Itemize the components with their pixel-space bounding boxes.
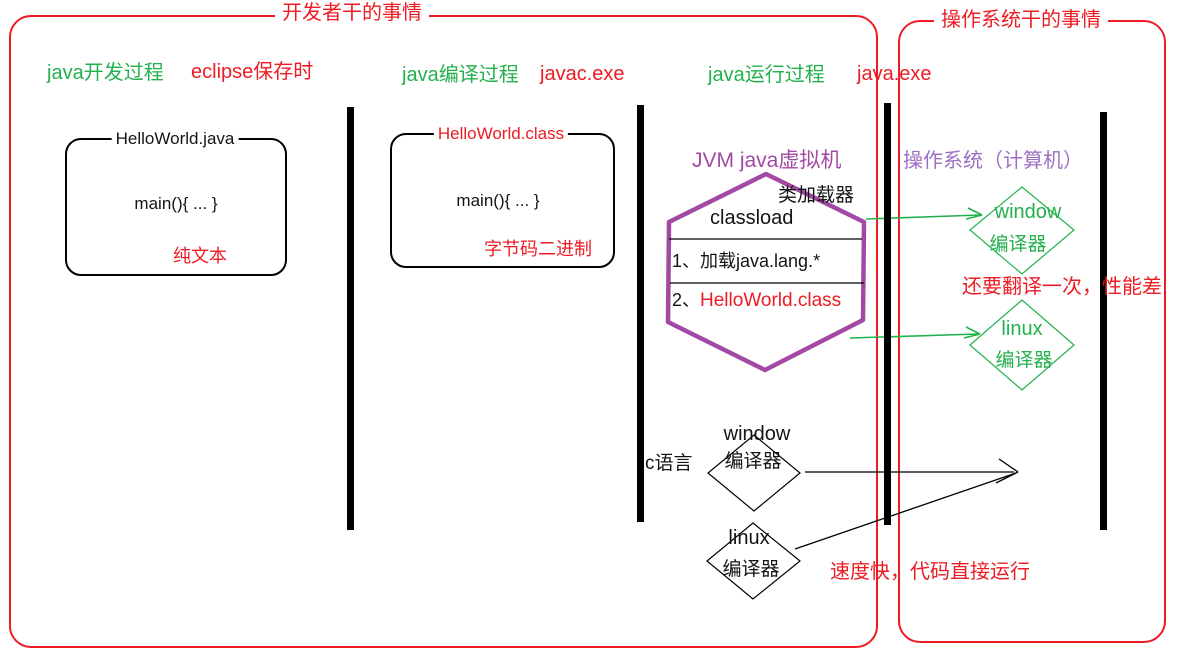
java-source-file-body: main(){ ... } (134, 194, 218, 213)
phase-run-tool: java.exe (857, 63, 932, 85)
phase-dev-label: java开发过程 (47, 62, 164, 84)
classloader-label: 类加载器 (778, 185, 855, 206)
jvm-step-2-file: HelloWorld.class (700, 290, 842, 311)
linux-compiler-diamond-green (969, 299, 1075, 391)
jvm-translate-note: 还要翻译一次，性能差 (962, 276, 1162, 298)
c-linux-compiler-line1: linux (728, 527, 770, 549)
jvm-step-1: 1、加载java.lang.* (672, 251, 821, 271)
stage-bar-2 (637, 105, 644, 522)
phase-run-label: java运行过程 (708, 64, 825, 86)
jvm-linux-compiler-line1: linux (1001, 318, 1043, 340)
c-window-compiler-line2: 编译器 (724, 451, 782, 472)
developer-section-title: 开发者干的事情 (275, 2, 429, 25)
window-compiler-diamond-green (969, 186, 1075, 275)
java-source-file-note: 纯文本 (173, 246, 227, 266)
phase-compile-label: java编译过程 (402, 64, 519, 86)
stage-bar-3 (884, 103, 891, 525)
hexagon-name: classload (710, 207, 794, 229)
arrow-jvm-to-window-compiler (865, 207, 983, 220)
jvm-step-2-number: 2、 (672, 290, 701, 310)
os-machine-label: 操作系统（计算机） (903, 150, 1083, 172)
jvm-title: JVM java虚拟机 (692, 149, 842, 172)
jvm-window-compiler-line1: window (994, 201, 1062, 223)
developer-section-box (9, 15, 878, 648)
arrow-jvm-to-linux-compiler (849, 326, 981, 339)
linux-compiler-diamond-black (706, 522, 801, 600)
jvm-hexagon (665, 171, 867, 373)
phase-compile-tool: javac.exe (540, 63, 625, 85)
class-file-body: main(){ ... } (456, 191, 540, 210)
c-linux-compiler-line2: 编译器 (722, 559, 780, 580)
phase-dev-tool: eclipse保存时 (191, 61, 314, 83)
jvm-linux-compiler-line2: 编译器 (995, 350, 1053, 371)
window-compiler-diamond-black (707, 434, 801, 512)
java-source-file-title: HelloWorld.java (111, 129, 239, 149)
stage-bar-4 (1100, 112, 1107, 530)
stage-bar-1 (347, 107, 354, 530)
class-file-title: HelloWorld.class (433, 124, 569, 144)
c-speed-note: 速度快，代码直接运行 (830, 561, 1030, 583)
arrowhead-c-to-os (995, 458, 1019, 484)
c-window-compiler-line1: window (723, 423, 791, 445)
jvm-step-2: 2、HelloWorld.class (672, 290, 841, 312)
class-file-note: 字节码二进制 (484, 239, 592, 259)
jvm-window-compiler-line2: 编译器 (989, 234, 1047, 255)
os-section-title: 操作系统干的事情 (934, 9, 1108, 32)
c-language-label: c语言 (645, 453, 693, 474)
arrow-c-linux-to-os (794, 472, 1017, 550)
